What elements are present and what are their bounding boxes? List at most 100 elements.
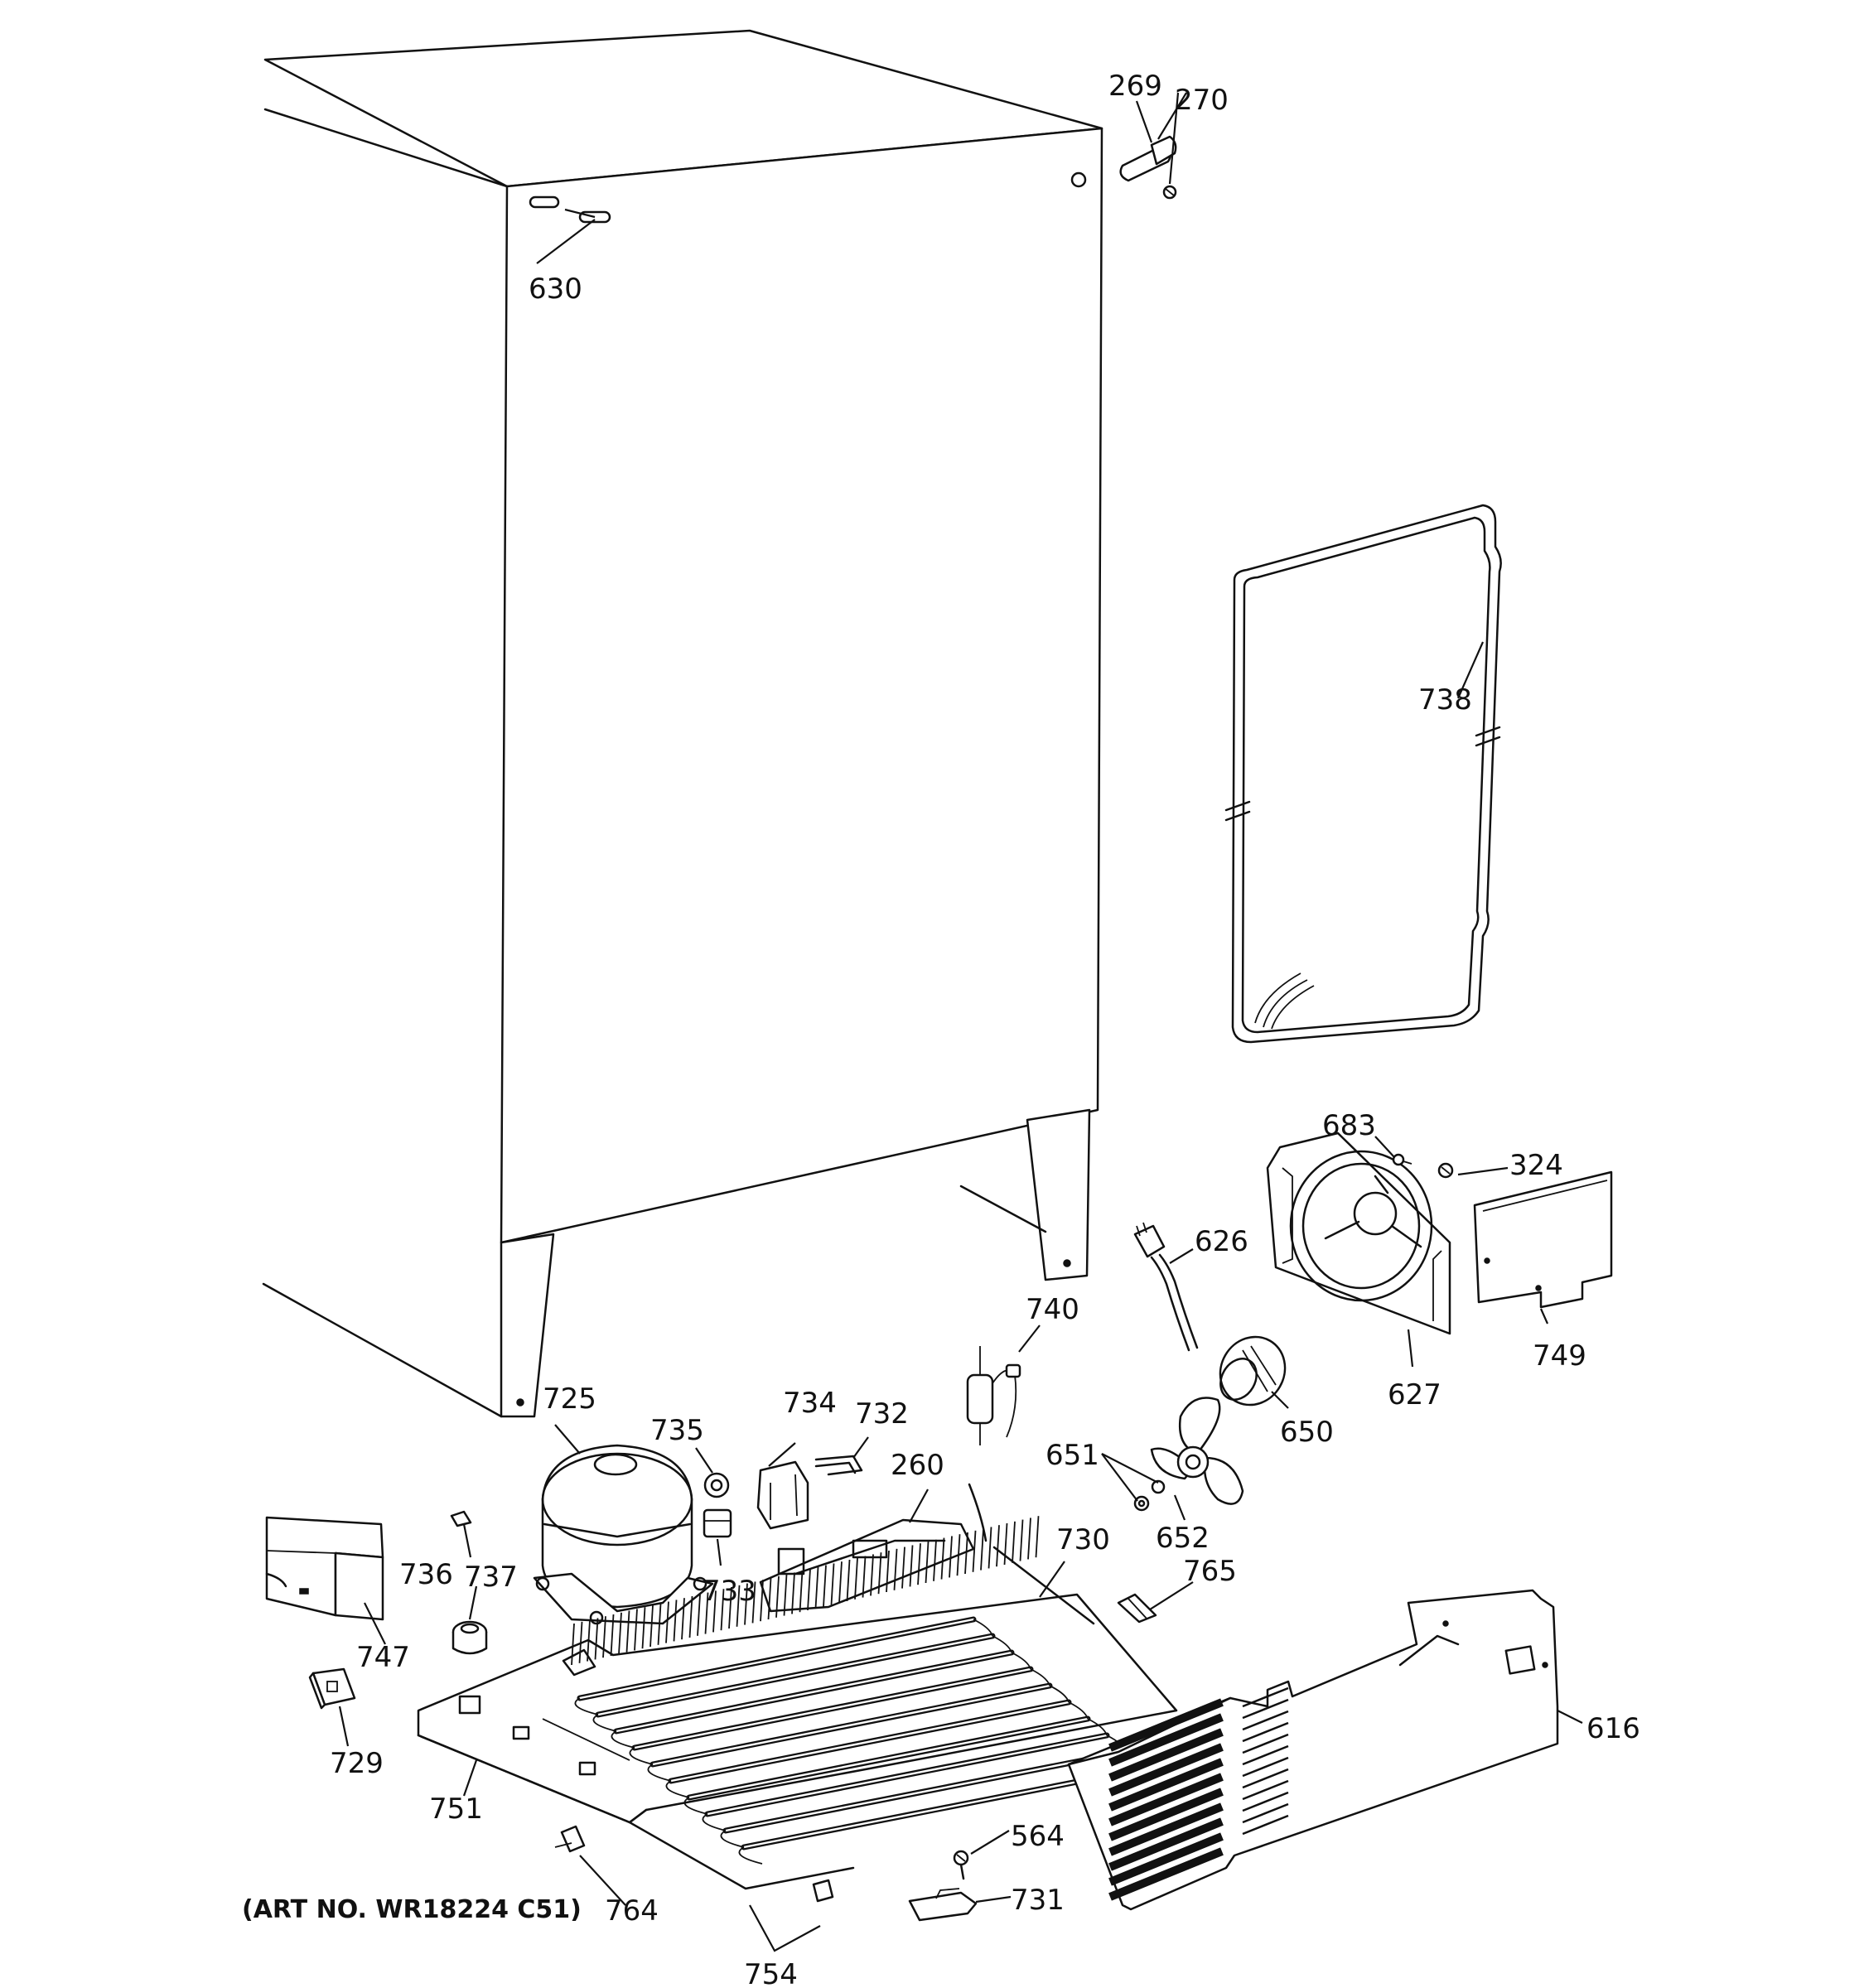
- clip: [450, 1510, 472, 1527]
- callout-729: 729: [330, 1747, 384, 1780]
- coil-fin: [830, 1563, 835, 1605]
- coil-fin: [736, 1585, 741, 1627]
- coil-tube-highlight: [615, 1651, 1013, 1733]
- coil-outlet-tube: [992, 1546, 1095, 1625]
- coil-fin: [641, 1607, 646, 1649]
- coil-fin: [760, 1580, 764, 1622]
- callout-731: 731: [1011, 1884, 1065, 1917]
- coil-bend: [738, 1846, 763, 1865]
- coil-fin: [625, 1610, 630, 1653]
- coil-fin: [650, 1604, 654, 1648]
- callout-738: 738: [1418, 683, 1472, 717]
- coil-fin: [783, 1574, 788, 1616]
- bracket-part: [1119, 135, 1177, 182]
- coil-fin: [940, 1537, 945, 1580]
- coil-fin: [846, 1559, 851, 1602]
- coil-fin: [854, 1557, 858, 1600]
- grille-slot: [1108, 1758, 1224, 1812]
- coil-fin: [862, 1556, 867, 1598]
- coil-fin: [571, 1623, 575, 1666]
- grille-vent-line: [1242, 1814, 1289, 1836]
- grille-vent-line: [1242, 1744, 1289, 1766]
- coil-fin: [823, 1565, 827, 1607]
- coil-fin: [838, 1561, 843, 1604]
- callout-734: 734: [783, 1387, 837, 1420]
- callout-564: 564: [1011, 1820, 1065, 1853]
- grille-slot: [1108, 1713, 1224, 1767]
- retaining-clip: [814, 1455, 863, 1476]
- callout-270: 270: [1175, 84, 1229, 117]
- coil-fin: [720, 1589, 725, 1631]
- grille-slot: [1108, 1832, 1224, 1886]
- callout-736: 736: [399, 1558, 453, 1591]
- terminal-cover: [756, 1460, 809, 1530]
- grille-vent-line: [1242, 1733, 1289, 1754]
- grille-vent-line: [1242, 1698, 1289, 1720]
- rubber-bumper: [812, 1879, 834, 1903]
- coil-fin: [578, 1621, 583, 1663]
- coil-fin: [697, 1594, 701, 1636]
- tube-clip: [554, 1825, 586, 1853]
- coil-fin: [704, 1592, 709, 1634]
- screw-part: [953, 1850, 969, 1880]
- coil-fin: [587, 1619, 591, 1662]
- coil-fin: [634, 1609, 638, 1651]
- grille-slot: [1108, 1728, 1224, 1782]
- coil-bend: [592, 1714, 617, 1732]
- coil-bend: [1011, 1652, 1031, 1670]
- coil-fin: [814, 1566, 819, 1609]
- coil-fin: [681, 1598, 685, 1640]
- callout-651: 651: [1045, 1439, 1099, 1472]
- coil-fin: [799, 1571, 804, 1613]
- coil-fin: [673, 1600, 678, 1642]
- coil-fin: [949, 1536, 953, 1578]
- coil-bend: [574, 1697, 599, 1715]
- callout-764: 764: [605, 1894, 659, 1928]
- start-relay: [703, 1508, 732, 1538]
- coil-fin: [618, 1612, 622, 1654]
- coil-fin: [933, 1539, 937, 1581]
- condenser-coil: [571, 1483, 1165, 1865]
- coil-fin: [996, 1525, 1000, 1567]
- coil-tube-highlight: [578, 1618, 975, 1700]
- grille-slot: [1108, 1847, 1224, 1901]
- callout-650: 650: [1280, 1416, 1334, 1449]
- coil-tube-highlight: [651, 1684, 1051, 1766]
- coil-fin: [988, 1527, 992, 1569]
- grille-slot: [1108, 1773, 1224, 1826]
- screw-part: [1392, 1153, 1412, 1166]
- coil-tube-highlight: [633, 1667, 1032, 1749]
- coil-tube-highlight: [596, 1634, 994, 1716]
- callout-765: 765: [1183, 1555, 1237, 1588]
- grille-vent-line: [1242, 1686, 1289, 1708]
- grille-vent-line: [1242, 1779, 1289, 1801]
- cabinet-slot-plugs: [529, 195, 611, 224]
- coil-fin: [751, 1581, 756, 1624]
- coil-fin: [901, 1546, 905, 1589]
- coil-fin: [728, 1586, 732, 1629]
- callout-751: 751: [429, 1793, 483, 1826]
- drain-pan: [759, 1518, 975, 1613]
- coil-fin: [775, 1575, 780, 1618]
- callout-740: 740: [1026, 1293, 1079, 1326]
- coil-fin: [956, 1534, 961, 1576]
- callout-754: 754: [744, 1958, 798, 1988]
- callout-749: 749: [1533, 1339, 1586, 1373]
- coil-fin: [1027, 1518, 1031, 1560]
- overload-grommet: [703, 1472, 730, 1498]
- coil-fin: [1035, 1516, 1040, 1558]
- grille-vent-line: [1242, 1802, 1289, 1824]
- callout-725: 725: [543, 1382, 596, 1416]
- grille-slot: [1108, 1817, 1224, 1871]
- fan-shroud: [1266, 1132, 1451, 1335]
- coil-fin: [791, 1572, 795, 1614]
- coil-fin: [877, 1552, 882, 1595]
- compressor: [533, 1444, 714, 1625]
- grille-bracket: [908, 1888, 978, 1922]
- leader-lines: [338, 92, 1583, 1952]
- grille-vent-line: [1242, 1768, 1289, 1789]
- grille-slot: [1108, 1802, 1224, 1856]
- coil-fin: [964, 1532, 968, 1575]
- coil-fin: [893, 1548, 898, 1590]
